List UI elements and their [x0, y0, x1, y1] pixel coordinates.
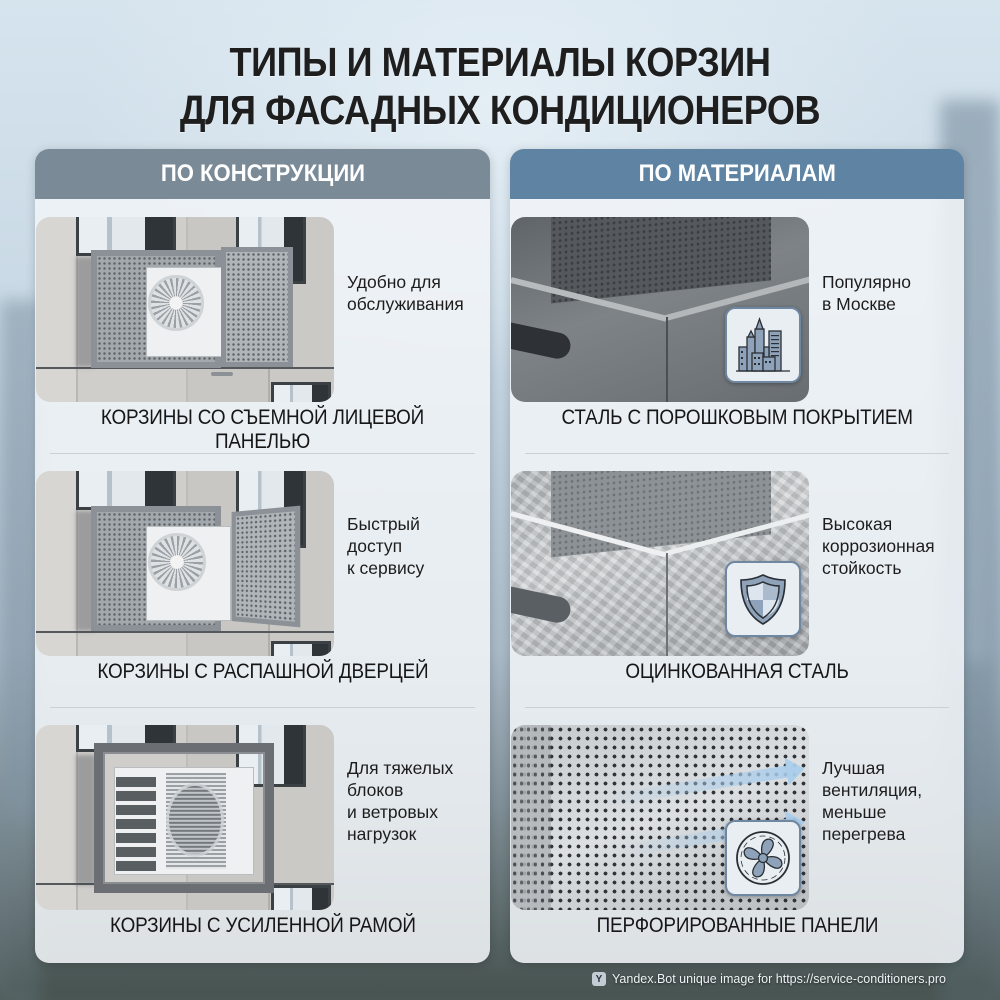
- removable-panel-note: Удобно для обслуживания: [347, 272, 464, 314]
- removable-panel-basket-photo: [36, 217, 334, 402]
- galvanized-caption: ОЦИНКОВАННАЯ СТАЛЬ: [625, 660, 849, 683]
- materials-panel-header: ПО МАТЕРИАЛАМ: [510, 149, 964, 199]
- reinforced-frame-note: Для тяжелых блоков и ветровых нагрузок: [347, 758, 454, 844]
- removable-panel-caption: КОРЗИНЫ СО СЪЕМНОЙ ЛИЦЕВОЙ ПАНЕЛЬЮ: [100, 406, 425, 453]
- title-line-2: ДЛЯ ФАСАДНЫХ КОНДИЦИОНЕРОВ: [179, 87, 821, 133]
- construction-panel-title: ПО КОНСТРУКЦИИ: [160, 160, 365, 187]
- shield-icon: [725, 561, 801, 637]
- hinged-door-note: Быстрый доступ к сервису: [347, 514, 425, 578]
- construction-item-hinged-door: Быстрый доступ к сервису КОРЗИНЫ С РАСПА…: [35, 453, 490, 708]
- construction-item-reinforced-frame: Для тяжелых блоков и ветровых нагрузок К…: [35, 707, 490, 961]
- title-line-1: ТИПЫ И МАТЕРИАЛЫ КОРЗИН: [229, 39, 771, 85]
- page-title: ТИПЫ И МАТЕРИАЛЫ КОРЗИН ДЛЯ ФАСАДНЫХ КОН…: [60, 38, 940, 134]
- background-building: [960, 160, 990, 660]
- divider: [50, 707, 475, 708]
- construction-panel: ПО КОНСТРУКЦИИ Удобно для обслуживания К…: [35, 149, 490, 963]
- material-item-perforated: Лучшая вентиляция, меньше перегрева ПЕРФ…: [510, 707, 964, 961]
- hinged-door-basket-photo: [36, 471, 334, 656]
- yandex-logo-icon: Y: [592, 972, 606, 986]
- perforated-caption: ПЕРФОРИРОВАННЫЕ ПАНЕЛИ: [596, 914, 878, 937]
- construction-panel-header: ПО КОНСТРУКЦИИ: [35, 149, 490, 199]
- materials-panel: ПО МАТЕРИАЛАМ: [510, 149, 964, 963]
- fan-icon: [725, 820, 801, 896]
- divider: [525, 707, 949, 708]
- powder-coated-steel-photo: [511, 217, 809, 402]
- hinged-door-caption: КОРЗИНЫ С РАСПАШНОЙ ДВЕРЦЕЙ: [96, 660, 429, 683]
- perforated-panels-photo: [511, 725, 809, 910]
- materials-panel-title: ПО МАТЕРИАЛАМ: [638, 160, 836, 187]
- powder-coated-caption: СТАЛЬ С ПОРОШКОВЫМ ПОКРЫТИЕМ: [561, 406, 913, 429]
- reinforced-frame-basket-photo: [36, 725, 334, 910]
- divider: [50, 453, 475, 454]
- reinforced-frame-caption: КОРЗИНЫ С УСИЛЕННОЙ РАМОЙ: [109, 914, 416, 937]
- galvanized-steel-photo: [511, 471, 809, 656]
- material-item-galvanized: Высокая коррозионная стойкость ОЦИНКОВАН…: [510, 453, 964, 708]
- city-skyline-icon: [725, 307, 801, 383]
- divider: [525, 453, 949, 454]
- powder-coated-note: Популярно в Москве: [822, 272, 911, 314]
- watermark: Y Yandex.Bot unique image for https://se…: [592, 972, 946, 986]
- galvanized-note: Высокая коррозионная стойкость: [822, 514, 935, 578]
- construction-item-removable-panel: Удобно для обслуживания КОРЗИНЫ СО СЪЕМН…: [35, 199, 490, 454]
- material-item-powder-coated: Популярно в Москве СТАЛЬ С ПОРОШКОВЫМ ПО…: [510, 199, 964, 454]
- perforated-note: Лучшая вентиляция, меньше перегрева: [822, 758, 923, 844]
- watermark-text: Yandex.Bot unique image for https://serv…: [612, 972, 946, 986]
